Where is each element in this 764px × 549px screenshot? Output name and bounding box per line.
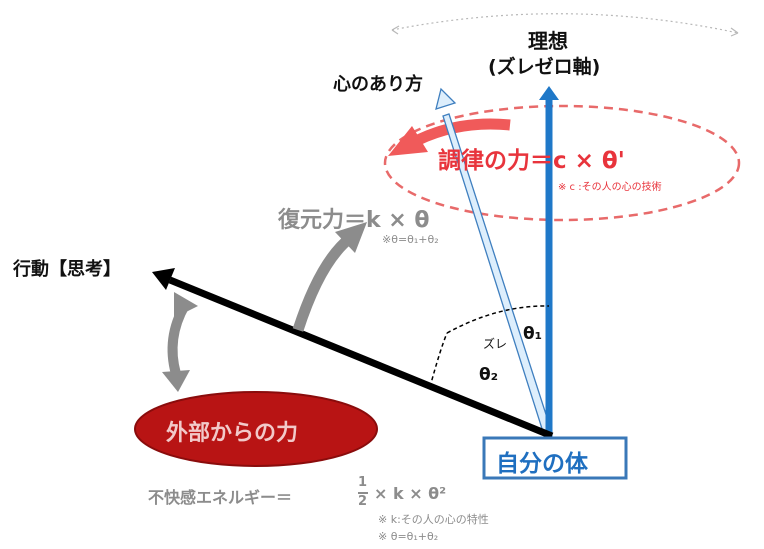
- note-theta: ※ θ=θ₁+θ₂: [378, 530, 439, 543]
- mind-label: 心のあり方: [333, 74, 423, 95]
- top-dotted-arc: [391, 13, 739, 34]
- ideal-axis-label: (ズレゼロ軸): [488, 56, 601, 78]
- zure-label: ズレ: [483, 337, 508, 351]
- external-arrow-head-bottom: [162, 370, 190, 392]
- discomfort-suffix: × k × θ²: [374, 484, 447, 503]
- tuning-ellipse: [383, 104, 741, 222]
- self-body-label: 自分の体: [496, 451, 588, 477]
- action-line: [168, 276, 554, 440]
- action-label: 行動【思考】: [13, 259, 121, 280]
- theta1-label: θ₁: [523, 324, 543, 344]
- fraction-denominator: 2: [358, 494, 368, 509]
- external-arrow-head-top: [174, 292, 198, 318]
- tuning-arrow: [415, 118, 511, 145]
- note-k: ※ k:その人の心の特性: [378, 513, 489, 526]
- top-dotted-arc-head-right: [730, 27, 739, 37]
- ideal-label: 理想: [528, 29, 568, 53]
- action-arrow-head: [152, 268, 175, 290]
- restoring-arrow-head: [335, 222, 367, 253]
- theta2-arc: [429, 332, 448, 388]
- self-body-box: [482, 436, 628, 480]
- restoring-note: ※θ=θ₁+θ₂: [382, 233, 439, 246]
- tuning-note: ※ c :その人の心の技術: [558, 182, 662, 193]
- restoring-force-label: 復元力＝k × θ: [278, 208, 430, 233]
- ideal-arrow-head: [539, 86, 559, 100]
- external-force-ellipse: [134, 391, 378, 467]
- discomfort-prefix: 不快感エネルギー＝: [148, 488, 293, 507]
- fraction-numerator: 1: [358, 475, 368, 490]
- theta2-label: θ₂: [479, 365, 499, 385]
- mind-arrow-head: [435, 87, 457, 110]
- external-force-label: 外部からの力: [166, 421, 299, 446]
- top-dotted-arc-head-left: [391, 25, 400, 35]
- restoring-arrow: [292, 233, 354, 332]
- tuning-arrow-head: [388, 126, 428, 156]
- tuning-force-label: 調律の力＝c × θ': [438, 148, 625, 174]
